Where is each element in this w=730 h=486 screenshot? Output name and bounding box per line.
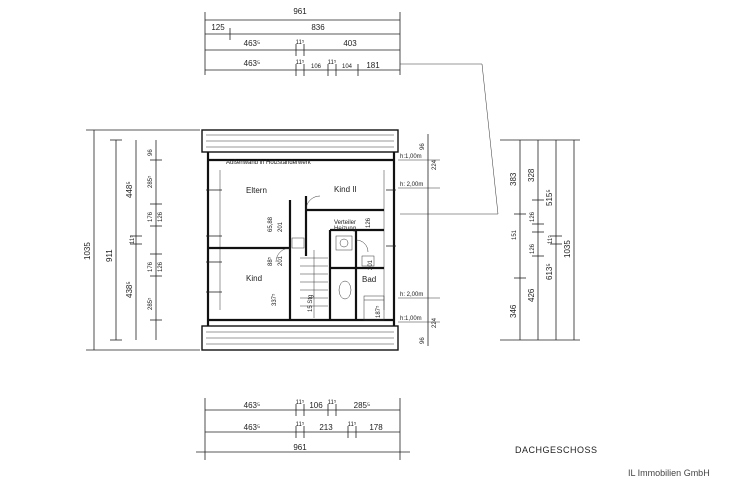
bottom-dim-h: 213 — [319, 423, 333, 432]
left-chain-e: 176 — [148, 261, 154, 272]
left-chain-a: 96 — [148, 149, 154, 156]
top-dimension-chains: 961 125 836 463⁵ 11⁵ 403 463⁵ 11⁵ 106 11… — [204, 7, 401, 76]
bottom-dim-e: 285⁵ — [354, 401, 371, 410]
left-dim-4485: 448⁵ — [125, 181, 134, 198]
right-dim-328: 328 — [527, 168, 536, 182]
inner-dim-f: 126 — [366, 217, 372, 228]
drawing-title: DACHGESCHOSS — [515, 445, 598, 455]
top-dim-row4-c: 106 — [311, 64, 322, 70]
top-dim-125: 125 — [211, 23, 225, 32]
top-dim-403: 403 — [343, 39, 357, 48]
right-dim-6135: 613⁵ — [545, 263, 554, 280]
right-dim-126a: 126 — [530, 211, 536, 222]
right-dim-151: 151 — [512, 229, 518, 240]
inner-dim-b: 201 — [278, 221, 284, 232]
left-chain-b: 285⁵ — [147, 175, 154, 188]
inner-right-dim-b: 224 — [432, 159, 438, 170]
right-dim-5155: 515⁵ — [545, 189, 554, 206]
right-dim-126b: 126 — [530, 243, 536, 254]
height-marker-1: h:1,00m — [400, 154, 422, 160]
top-dim-row4-f: 181 — [366, 61, 380, 70]
bottom-dim-c: 106 — [309, 401, 323, 410]
left-chain-d: 126 — [158, 211, 164, 222]
left-dim-911: 911 — [105, 249, 114, 262]
inner-dimensions: 65,88 201 88⁵ 201 337⁵ 126 201 187⁵ — [267, 216, 382, 318]
left-chain-f: 126 — [158, 261, 164, 272]
inner-dim-h: 187⁵ — [375, 305, 382, 318]
bottom-total-dim: 961 — [293, 443, 307, 452]
inner-dim-g: 201 — [368, 259, 374, 270]
bottom-dim-d: 11⁵ — [328, 399, 337, 406]
height-marker-2: h: 2,00m — [400, 182, 423, 188]
room-verteiler: Verteiler — [334, 220, 356, 226]
inner-dim-e: 337⁵ — [271, 293, 278, 306]
left-total-dim: 1035 — [83, 242, 92, 260]
right-dim-346: 346 — [509, 304, 518, 318]
bottom-dimension-chains: 463⁵ 11⁵ 106 11⁵ 285⁵ 463⁵ 11⁵ 213 11⁵ 1… — [196, 398, 410, 460]
right-dim-383: 383 — [509, 172, 518, 186]
left-chain-g: 285⁵ — [147, 297, 154, 310]
inner-dim-c: 88⁵ — [267, 256, 274, 266]
stairs-label: 15 Stg — [308, 295, 314, 312]
bottom-dim-i: 11⁵ — [348, 421, 357, 428]
left-dimension-chains: 1035 911 448⁵ 11⁵ 438⁵ 96 285⁵ 176 126 1… — [83, 129, 200, 351]
room-kind: Kind — [246, 274, 262, 283]
top-dim-row4-a: 463⁵ — [244, 59, 261, 68]
bottom-dim-j: 178 — [369, 423, 383, 432]
inner-dim-d: 201 — [278, 255, 284, 266]
inner-right-dim-d: 96 — [420, 337, 426, 344]
top-total-dim: 961 — [293, 7, 307, 16]
top-dim-115: 11⁵ — [296, 39, 305, 46]
bottom-dim-f: 463⁵ — [244, 423, 261, 432]
top-dim-row4-b: 11⁵ — [296, 59, 305, 66]
bottom-dim-b: 11⁵ — [296, 399, 305, 406]
floor-plan — [201, 129, 399, 351]
room-bad: Bad — [362, 275, 376, 284]
top-dim-row4-e: 104 — [342, 64, 353, 70]
room-heizung: Heizung — [334, 226, 356, 232]
top-dim-row4-d: 11⁵ — [328, 59, 337, 66]
right-dim-115: 11⁵ — [547, 235, 554, 244]
inner-right-dim-a: 96 — [420, 143, 426, 150]
section-leader-line — [400, 63, 499, 215]
height-marker-3: h: 2,00m — [400, 292, 423, 298]
room-kind-2: Kind II — [334, 185, 357, 194]
height-marker-4: h:1,00m — [400, 316, 422, 322]
left-chain-c: 176 — [148, 211, 154, 222]
right-dim-426: 426 — [527, 288, 536, 302]
right-dimension-chains: 383 151 346 328 126 126 426 515⁵ 11⁵ 613… — [500, 139, 580, 341]
top-dim-836: 836 — [311, 23, 325, 32]
left-dim-115: 11⁵ — [129, 235, 136, 244]
inner-right-dim-c: 224 — [432, 317, 438, 328]
bottom-dim-g: 11⁵ — [296, 421, 305, 428]
bottom-dim-a: 463⁵ — [244, 401, 261, 410]
inner-dim-a: 65,88 — [268, 216, 274, 232]
top-dim-463: 463⁵ — [244, 39, 261, 48]
outer-wall-note: Außenwand in Holzständerwerk — [226, 160, 312, 166]
left-dim-4385: 438⁵ — [125, 281, 134, 298]
right-total-dim: 1035 — [563, 240, 572, 258]
height-markers: h:1,00m h: 2,00m h: 2,00m h:1,00m 96 224… — [398, 134, 440, 346]
company-name: IL Immobilien GmbH — [628, 468, 710, 478]
room-eltern: Eltern — [246, 186, 267, 195]
